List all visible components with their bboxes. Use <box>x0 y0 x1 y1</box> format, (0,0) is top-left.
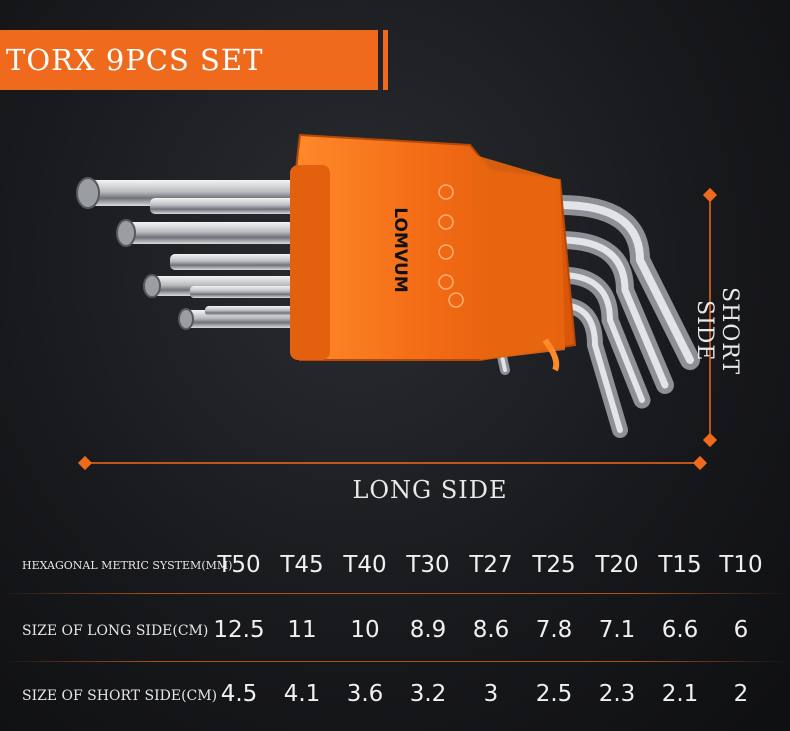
short-side-dimension-line <box>702 187 718 448</box>
table-cell: 2.1 <box>661 681 699 707</box>
short-side-label: SHORT SIDE <box>692 286 742 376</box>
table-cell: 6 <box>733 617 749 643</box>
holder: LOMVUM <box>290 133 577 372</box>
table-cell: 11 <box>287 617 317 643</box>
table-cell: 8.6 <box>472 617 510 643</box>
row-divider <box>0 593 790 594</box>
table-cell: T50 <box>217 552 261 578</box>
table-cell: T10 <box>719 552 763 578</box>
table-cell: T27 <box>469 552 513 578</box>
table-cell: 3 <box>483 681 499 707</box>
table-cell: 3.2 <box>409 681 447 707</box>
table-cell: 7.1 <box>598 617 636 643</box>
row-label-size: HEXAGONAL METRIC SYSTEM(MM) <box>22 559 233 572</box>
long-side-label: LONG SIDE <box>352 476 508 504</box>
table-cell: T40 <box>343 552 387 578</box>
table-cell: 7.8 <box>535 617 573 643</box>
brand-logo: LOMVUM <box>390 207 410 292</box>
banner-accent-bar <box>383 30 388 90</box>
table-cell: 6.6 <box>661 617 699 643</box>
table-row-short: SIZE OF SHORT SIDE(CM) 4.5 4.1 3.6 3.2 3… <box>0 665 790 729</box>
table-cell: 2.5 <box>535 681 573 707</box>
row-label-short: SIZE OF SHORT SIDE(CM) <box>22 688 218 704</box>
table-cell: 10 <box>350 617 380 643</box>
spec-table: HEXAGONAL METRIC SYSTEM(MM) T50 T45 T40 … <box>0 537 790 729</box>
table-cell: T15 <box>658 552 702 578</box>
table-cell: 4.5 <box>220 681 258 707</box>
table-cell: T20 <box>595 552 639 578</box>
table-cell: 8.9 <box>409 617 447 643</box>
table-cell: 2 <box>733 681 749 707</box>
table-row-long: SIZE OF LONG SIDE(CM) 12.5 11 10 8.9 8.6… <box>0 601 790 665</box>
row-divider <box>0 661 790 662</box>
table-cell: 2.3 <box>598 681 636 707</box>
banner-title: TORX 9PCS SET <box>6 43 264 77</box>
table-cell: T30 <box>406 552 450 578</box>
table-row-size: HEXAGONAL METRIC SYSTEM(MM) T50 T45 T40 … <box>0 537 790 601</box>
table-cell: 4.1 <box>283 681 321 707</box>
table-cell: 3.6 <box>346 681 384 707</box>
wrench-long-shafts <box>76 177 300 330</box>
table-cell: 12.5 <box>213 617 265 643</box>
table-cell: T45 <box>280 552 324 578</box>
table-cell: T25 <box>532 552 576 578</box>
long-side-dimension-line <box>77 455 708 471</box>
title-banner: TORX 9PCS SET <box>0 30 378 90</box>
row-label-long: SIZE OF LONG SIDE(CM) <box>22 623 209 639</box>
